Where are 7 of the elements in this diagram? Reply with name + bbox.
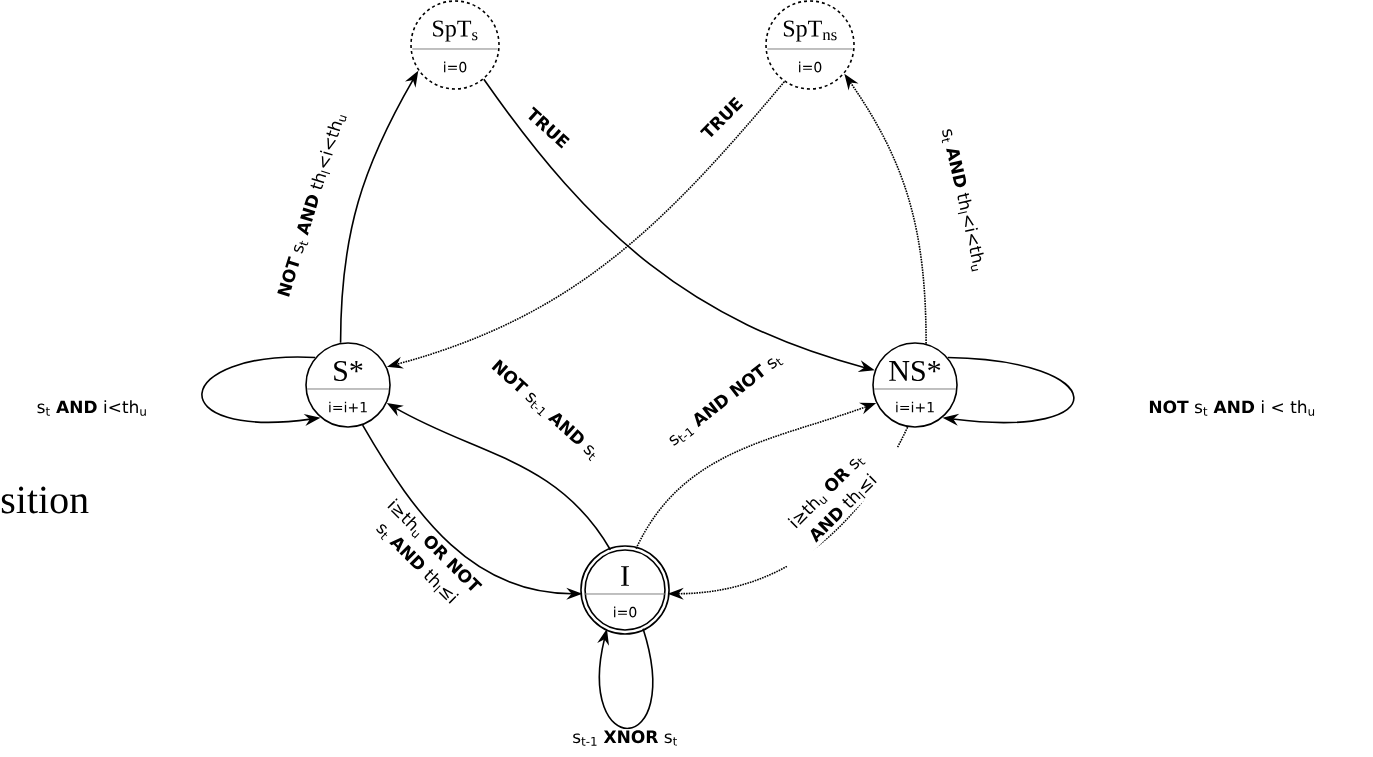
caption-fragment: sition [1, 486, 89, 514]
edge-label: s$_{t}$ AND i<th$_{u}$ [35, 399, 149, 417]
arrow [597, 628, 654, 730]
edge-label: s$_{t}$ AND th$_{l}$<i<th$_{u}$ [937, 125, 989, 275]
edge-label: s$_{t-1}$ XNOR s$_{t}$ [571, 729, 679, 747]
edge-label: NOTs$_{t}$ AND th$_{l}$<i<th$_{u}$ [275, 109, 349, 301]
edge-label: NOT s$_{t}$ AND i < th$_{u}$ [1147, 399, 1317, 417]
